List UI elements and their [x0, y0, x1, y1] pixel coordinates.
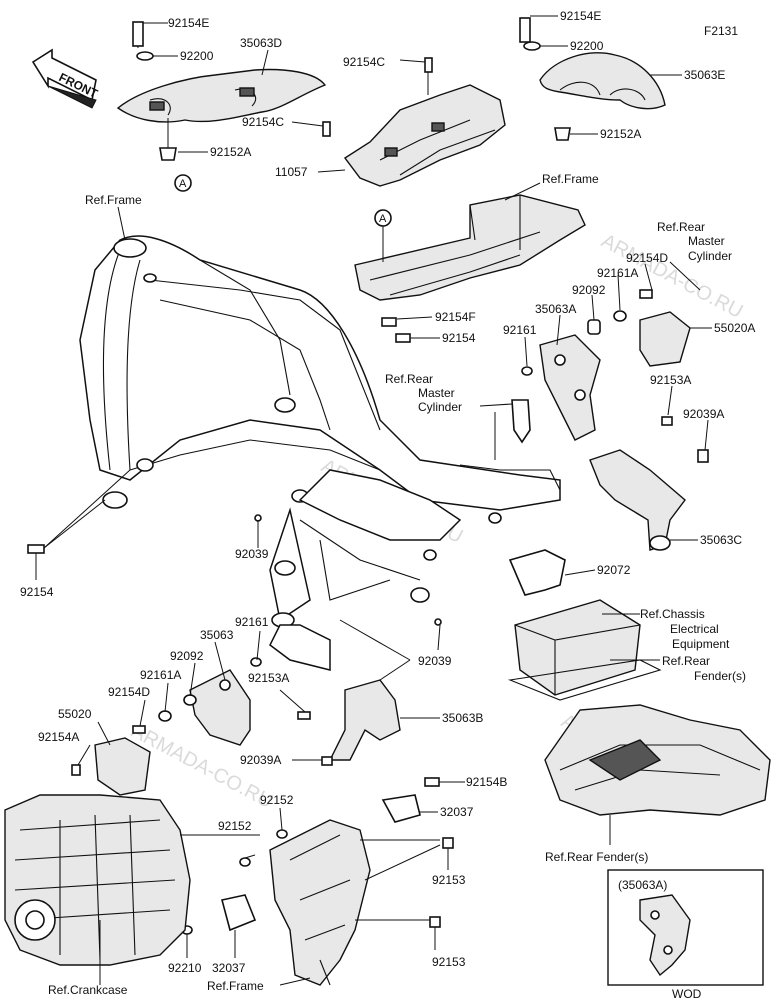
part-label: 92152 [260, 793, 294, 807]
part-label: 92152 [218, 819, 252, 833]
part-label: 92200 [180, 49, 214, 63]
part-label: 35063B [442, 711, 483, 725]
part-label: 35063A [535, 302, 576, 316]
part-label: Fender(s) [694, 669, 746, 683]
part-label: Ref.Frame [542, 172, 599, 186]
part-label: Ref.Frame [85, 193, 142, 207]
part-label: Ref.Rear Fender(s) [545, 850, 648, 864]
part-label: 92154D [108, 685, 150, 699]
part-label: 92153 [432, 955, 466, 969]
part-label: Master [418, 386, 455, 400]
bracket-35063a-right [511, 289, 709, 551]
part-label: 92092 [170, 649, 204, 663]
part-label: Ref.Rear [657, 220, 705, 234]
part-label: Ref.Frame [207, 979, 264, 993]
part-label: 35063E [684, 68, 725, 82]
main-frame [79, 235, 561, 671]
part-label: 92154C [343, 55, 385, 69]
part-label: 92039A [240, 753, 281, 767]
callout-letter: A [179, 178, 187, 190]
part-label: 92161A [597, 266, 638, 280]
part-label: 92154F [435, 310, 476, 324]
part-label: 32037 [440, 805, 474, 819]
part-label: 92154D [626, 251, 668, 265]
inset-caption: WOD [672, 987, 702, 1000]
part-label: 92072 [597, 563, 631, 577]
part-labels: F2131 92154E 92200 35063D 92152A 92154E … [20, 9, 755, 997]
part-label: 92161 [235, 615, 269, 629]
part-label: Ref.Rear [662, 654, 710, 668]
part-label: Equipment [672, 637, 730, 651]
bracket-35063-left [71, 657, 401, 796]
part-label: 92154 [442, 331, 476, 345]
part-label: 55020 [58, 707, 92, 721]
part-label: Ref.Crankcase [48, 983, 128, 997]
part-label: 11057 [275, 165, 308, 179]
part-label: 92154A [38, 730, 79, 744]
part-label: Ref.Rear [385, 372, 433, 386]
cover-35063e [519, 17, 666, 141]
inset-wod: (35063A) WOD [607, 869, 764, 1000]
part-label: 92039A [683, 407, 724, 421]
callout-a-marker [174, 174, 192, 192]
diagram-code: F2131 [704, 24, 738, 38]
part-label: 92154 [20, 585, 54, 599]
part-label: 35063D [240, 36, 282, 50]
part-label: 92154E [560, 9, 601, 23]
part-label: 35063C [700, 533, 742, 547]
part-label: 92152A [600, 127, 641, 141]
part-label: 55020A [714, 321, 755, 335]
part-label: 92200 [570, 39, 604, 53]
part-label: Electrical [670, 622, 719, 636]
part-label: Cylinder [418, 400, 462, 414]
part-label: 92210 [168, 961, 202, 975]
cover-35063d: A [116, 21, 327, 192]
leader-lines [35, 15, 712, 986]
crankcase [4, 794, 191, 966]
part-label: 92153 [432, 873, 466, 887]
part-label: 92153A [248, 671, 289, 685]
bracket-11057 [322, 57, 506, 187]
part-label: 92039 [235, 547, 269, 561]
part-label: 92154E [168, 16, 209, 30]
inset-part-label: (35063A) [618, 878, 667, 892]
part-label: 92161A [140, 668, 181, 682]
callout-letter: A [379, 213, 387, 225]
part-label: Cylinder [688, 249, 732, 263]
part-label: 92153A [650, 373, 691, 387]
frame-fasteners [27, 317, 442, 626]
rear-subframe: A [354, 194, 586, 301]
battery-and-fender [507, 549, 771, 816]
part-label: 92039 [418, 654, 452, 668]
lower-frame-pieces [181, 777, 454, 986]
part-label: Ref.Chassis [640, 607, 705, 621]
part-label: 92154C [242, 115, 284, 129]
front-arrow: FRONT [31, 48, 101, 109]
part-label: 92092 [572, 283, 606, 297]
part-label: Master [688, 234, 725, 248]
part-label: 35063 [200, 628, 234, 642]
part-label: 92152A [210, 145, 251, 159]
part-label: 32037 [212, 961, 246, 975]
part-label: 92154B [466, 775, 507, 789]
part-label: 92161 [503, 323, 537, 337]
